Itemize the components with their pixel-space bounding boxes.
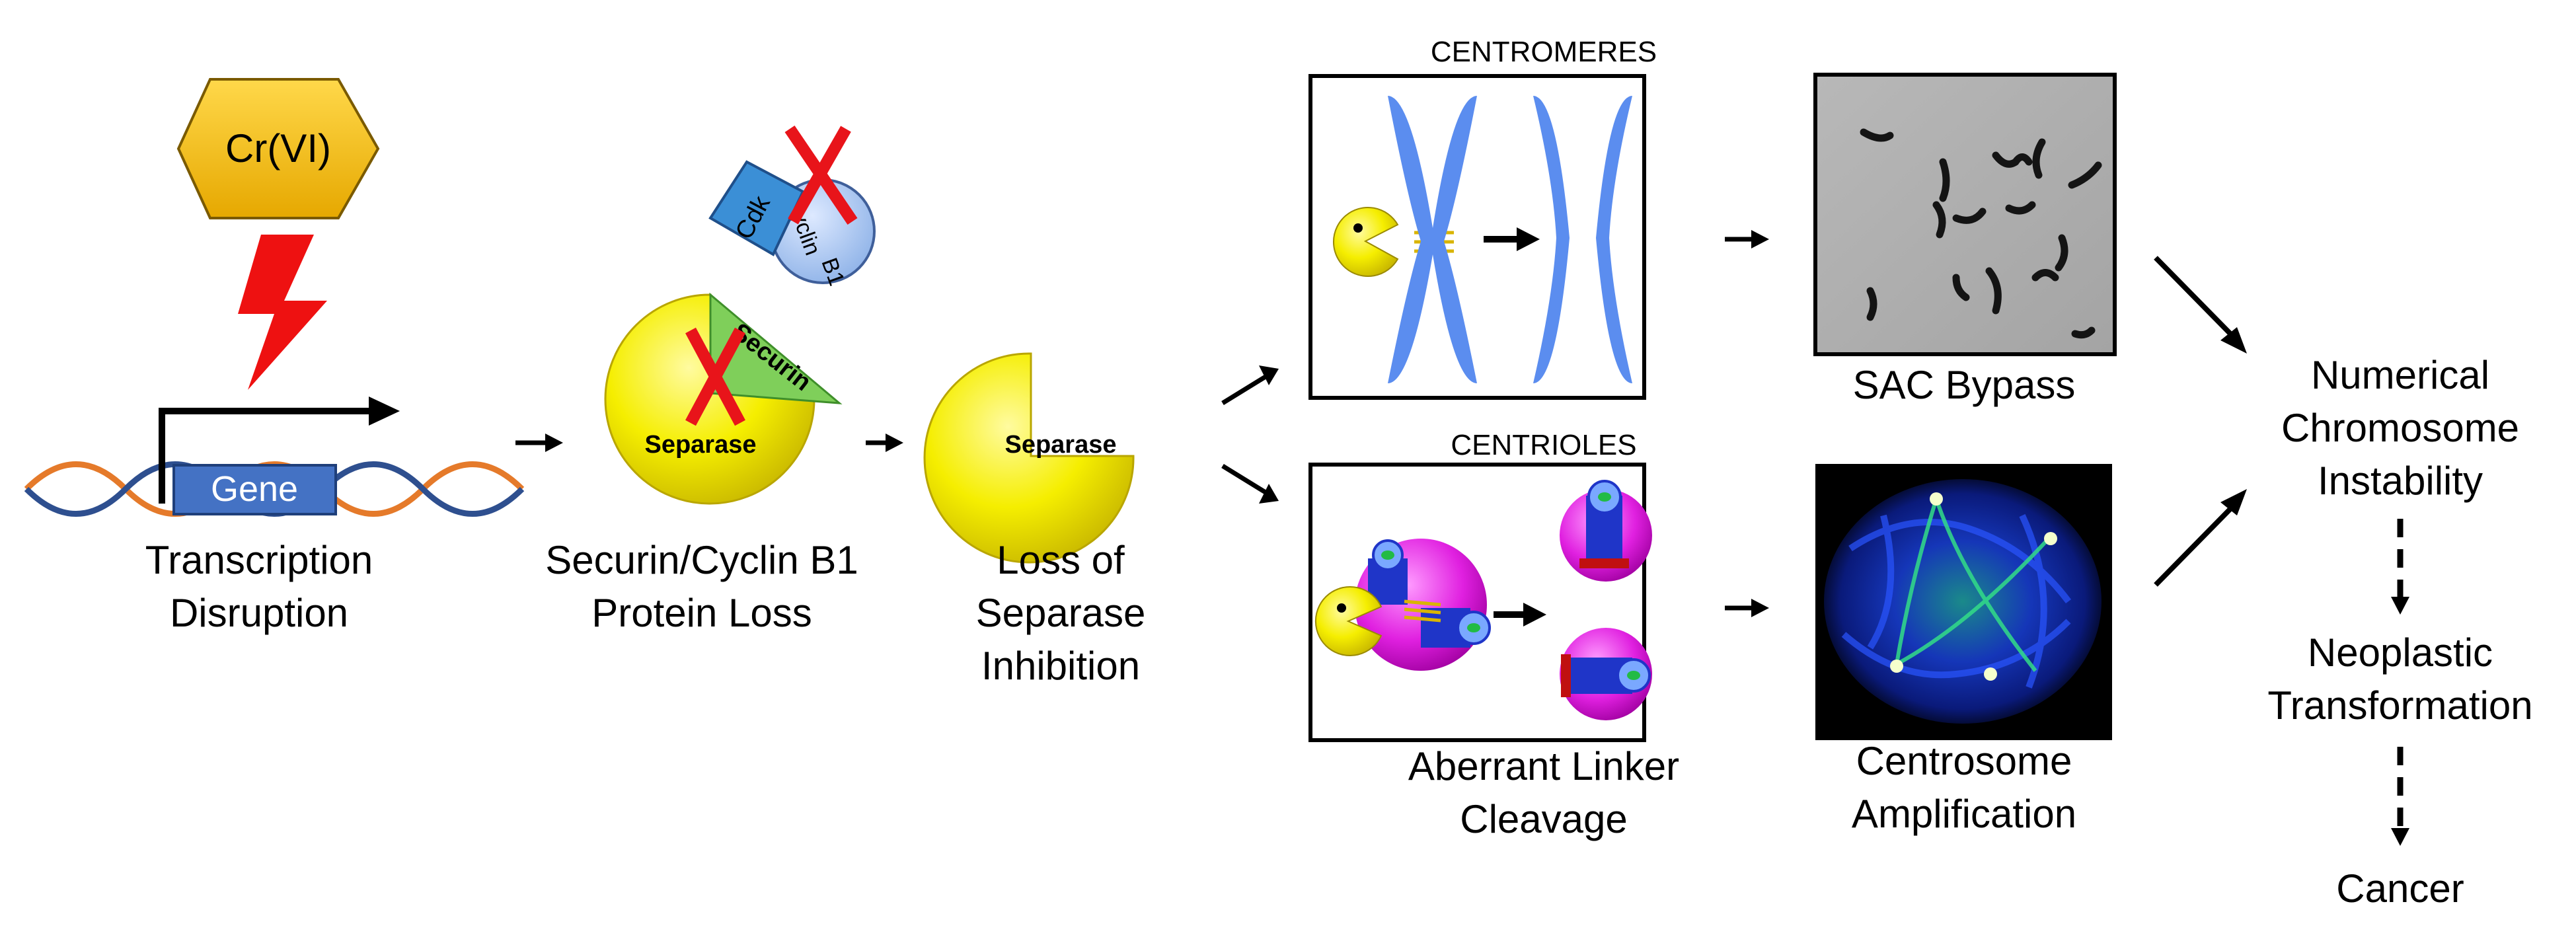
centrioles-header: CENTRIOLES <box>1451 429 1636 461</box>
securin-cross-icon <box>685 327 745 426</box>
arrow-to-sac <box>1725 230 1769 248</box>
transcription-line2: Disruption <box>170 591 348 635</box>
crvi-label: Cr(VI) <box>225 126 331 170</box>
separase-label-1: Separase <box>644 431 756 459</box>
cancer-label: Cancer <box>2336 866 2464 911</box>
chromatid-left <box>1533 96 1570 383</box>
arrow-1 <box>515 434 563 452</box>
chromatid-right <box>1596 96 1632 383</box>
loss-line2: Separase <box>976 591 1146 635</box>
pacman-icon <box>1332 207 1399 277</box>
neoplastic-line2: Transformation <box>2267 683 2532 728</box>
arrow-2 <box>866 434 903 452</box>
crvi-hexagon: Cr(VI) <box>176 78 380 219</box>
protein-loss-line1: Securin/Cyclin B1 <box>545 538 858 582</box>
pacman-icon-2 <box>1314 586 1383 656</box>
transcription-arrowhead <box>369 397 400 426</box>
transcription-line1: Transcription <box>145 538 373 582</box>
linker-line1: Aberrant Linker <box>1408 744 1679 788</box>
cdk-cyclin-complex: Cyclin B1 Cdk <box>708 160 876 289</box>
centrioles-panel <box>1308 463 1652 742</box>
arrow-centrosome-to-cin <box>2154 489 2247 587</box>
loss-line3: Inhibition <box>981 644 1140 688</box>
lightning-icon <box>238 235 327 390</box>
transcription-arrow <box>159 408 373 504</box>
gene-box: Gene <box>172 464 337 515</box>
arrow-down-branch <box>1221 464 1279 504</box>
arrow-up-branch <box>1221 365 1279 405</box>
securin-wedge <box>709 292 843 404</box>
centromeres-header: CENTROMERES <box>1431 36 1657 68</box>
cin-line2: Chromosome <box>2281 406 2519 450</box>
linker-line2: Cleavage <box>1460 797 1628 841</box>
centromeres-panel <box>1308 74 1646 400</box>
dashed-arrow-2 <box>2391 747 2409 846</box>
centrosome-micrograph <box>1815 464 2112 740</box>
chromosome-x <box>1388 96 1477 383</box>
cin-line3: Instability <box>2318 459 2483 503</box>
cin-line1: Numerical <box>2311 353 2489 397</box>
arrow-to-centrosome <box>1725 599 1769 617</box>
neoplastic-line1: Neoplastic <box>2308 630 2493 675</box>
gene-label: Gene <box>211 469 298 509</box>
separase-free: Separase <box>923 352 1135 564</box>
cdk-cross-icon <box>784 125 858 225</box>
centrosome-line1: Centrosome <box>1856 739 2072 783</box>
centrosome-line2: Amplification <box>1852 792 2076 836</box>
protein-loss-line2: Protein Loss <box>591 591 812 635</box>
dashed-arrow-1 <box>2391 519 2409 615</box>
separase-label-2: Separase <box>1004 431 1116 459</box>
loss-line1: Loss of <box>997 538 1125 582</box>
sac-micrograph <box>1813 73 2117 356</box>
arrow-sac-to-cin <box>2154 256 2247 354</box>
sac-bypass-label: SAC Bypass <box>1853 363 2076 407</box>
